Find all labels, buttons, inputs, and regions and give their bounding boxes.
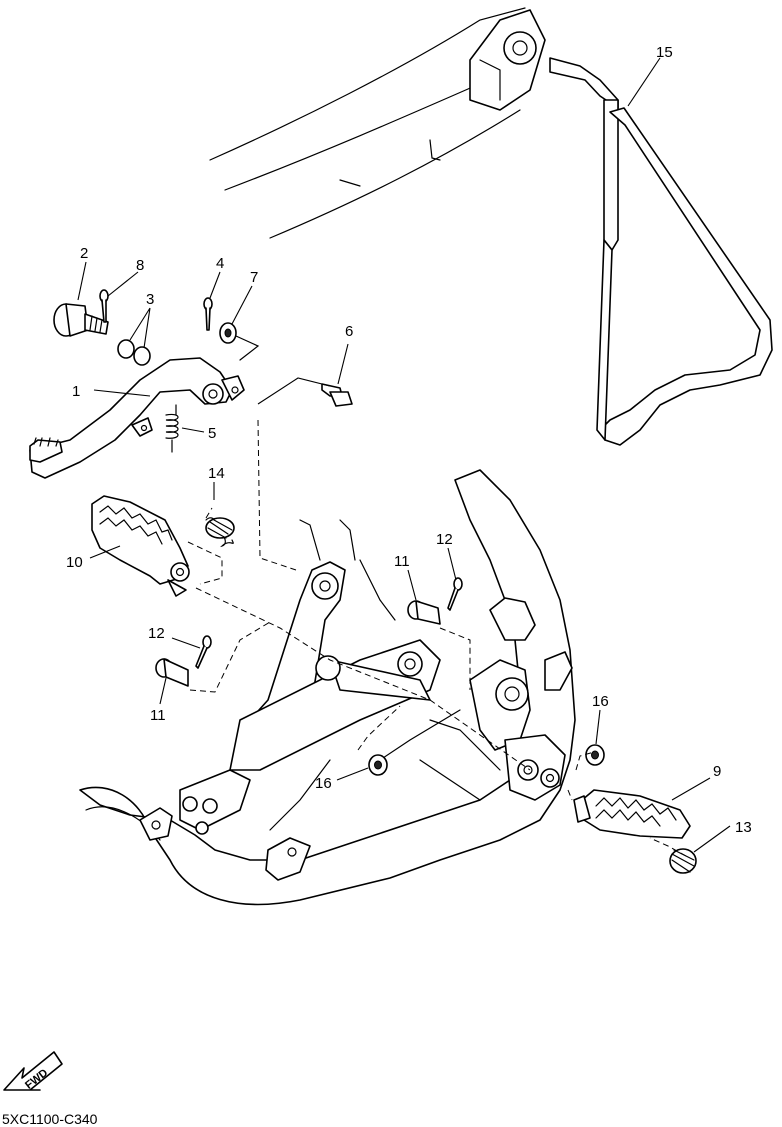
footrest-pin-right <box>407 600 441 625</box>
o-rings <box>117 339 151 366</box>
main-frame <box>79 469 576 906</box>
callout-3: 3 <box>146 291 154 308</box>
right-footrest <box>573 789 691 839</box>
bushing-center <box>368 754 388 776</box>
cotter-pin-right <box>447 577 463 611</box>
washer <box>219 322 260 361</box>
callout-10: 10 <box>66 554 83 571</box>
cotter-pin-2 <box>203 297 213 331</box>
bushing-right <box>585 744 605 766</box>
callout-13: 13 <box>735 819 752 836</box>
callout-labels: 1 2 3 4 5 6 7 8 9 10 11 11 12 12 13 14 1… <box>66 44 752 836</box>
leader-lines <box>77 57 731 853</box>
callout-15: 15 <box>656 44 673 61</box>
rear-frame <box>209 7 546 239</box>
callout-12-left: 12 <box>148 625 165 642</box>
footrest-spring <box>205 517 235 548</box>
clevis-pin <box>257 377 353 407</box>
fwd-arrow: FWD <box>3 1051 63 1092</box>
callout-11-left: 11 <box>150 707 166 724</box>
callout-12-right: 12 <box>436 531 453 548</box>
callout-7: 7 <box>250 269 258 286</box>
return-spring <box>165 404 179 453</box>
brake-pedal <box>29 357 245 479</box>
pivot-shaft <box>53 303 109 337</box>
cotter-pin-left <box>195 635 212 669</box>
cotter-pin <box>99 289 109 323</box>
callout-9: 9 <box>713 763 721 780</box>
footrest-pin-left <box>155 658 189 687</box>
callout-4: 4 <box>216 255 224 272</box>
callout-11-right: 11 <box>394 553 410 570</box>
right-footrest-spring <box>669 848 697 874</box>
callout-6: 6 <box>345 323 353 340</box>
callout-1: 1 <box>72 383 80 400</box>
stand <box>549 57 773 446</box>
left-footrest <box>91 495 190 597</box>
callout-16-center: 16 <box>315 775 332 792</box>
callout-16-right: 16 <box>592 693 609 710</box>
callout-2: 2 <box>80 245 88 262</box>
callout-8: 8 <box>136 257 144 274</box>
diagram-code: 5XC1100-C340 <box>2 1111 98 1127</box>
callout-14: 14 <box>208 465 225 482</box>
callout-5: 5 <box>208 425 216 442</box>
assembly-lines <box>187 419 687 857</box>
